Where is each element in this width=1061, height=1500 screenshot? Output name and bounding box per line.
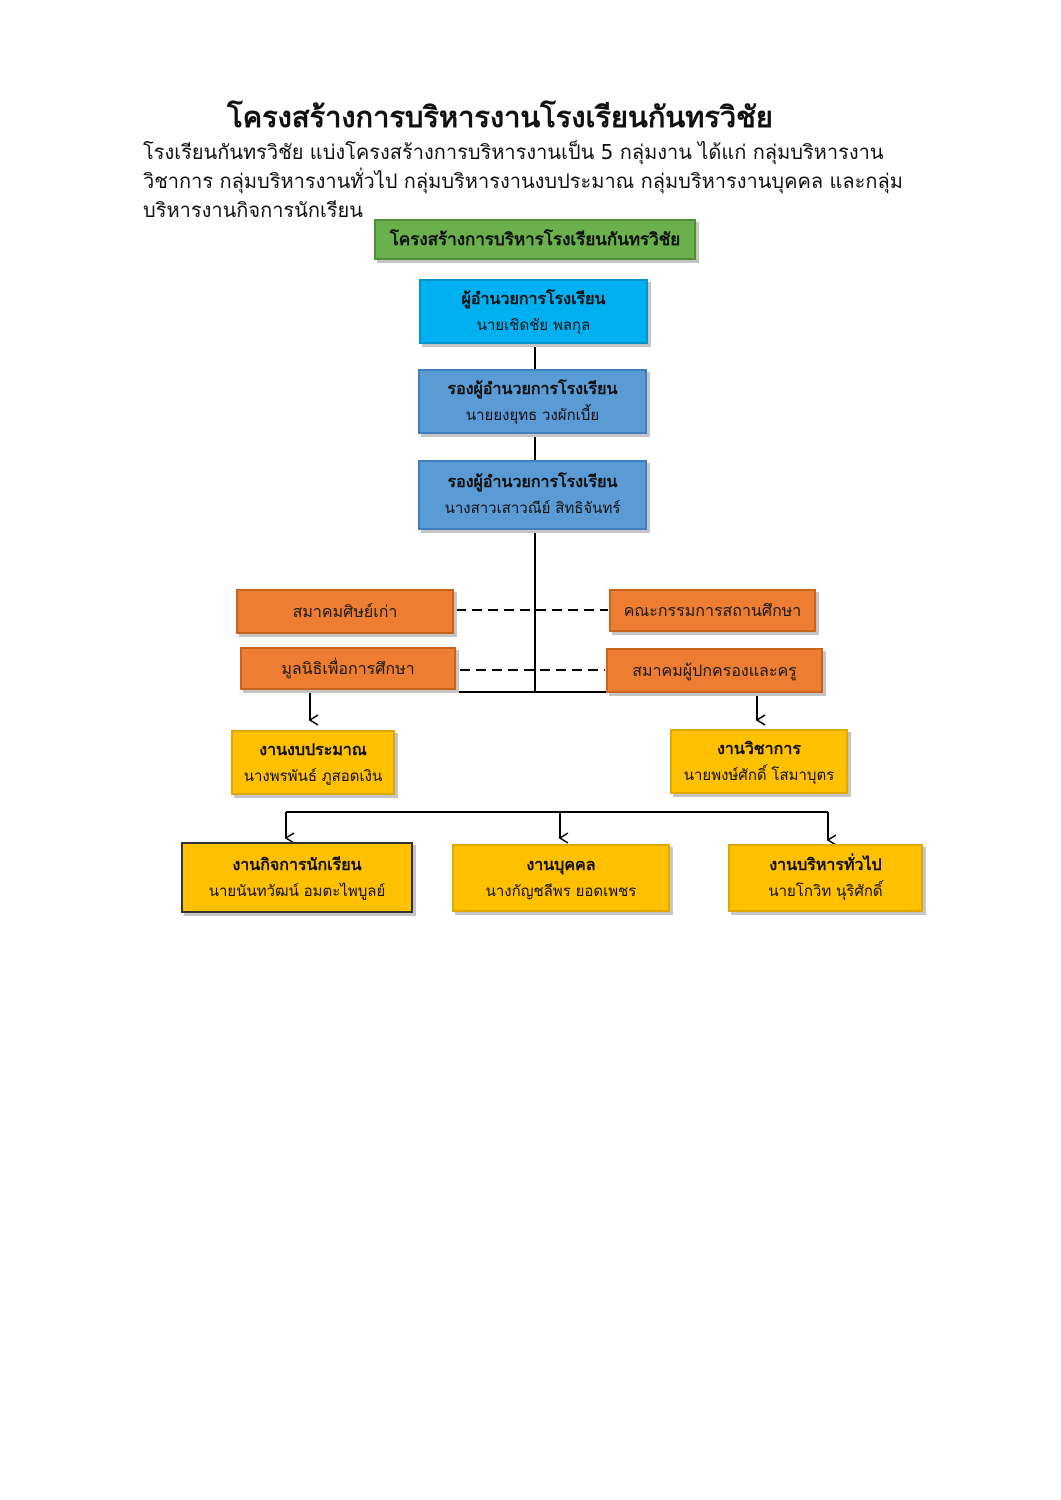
deputy1-role: รองผู้อำนวยการโรงเรียน	[447, 378, 618, 398]
parents-label: สมาคมผู้ปกครองและครู	[632, 660, 797, 680]
intro-paragraph: โรงเรียนกันทรวิชัย แบ่งโครงสร้างการบริหา…	[143, 138, 943, 225]
personnel-name: นางกัญชลีพร ยอดเพชร	[485, 882, 637, 900]
deputy2-name: นางสาวเสาวณีย์ สิทธิจันทร์	[444, 499, 621, 517]
personnel-box: งานบุคคล นางกัญชลีพร ยอดเพชร	[452, 844, 670, 912]
student-affairs-role: งานกิจการนักเรียน	[232, 854, 362, 874]
academic-box: งานวิชาการ นายพงษ์ศักดิ์ โสมาบุตร	[670, 729, 848, 794]
board-box: คณะกรรมการสถานศึกษา	[609, 589, 816, 632]
deputy2-role: รองผู้อำนวยการโรงเรียน	[447, 472, 618, 491]
budget-box: งานงบประมาณ นางพรพันธ์ ภูสอดเงิน	[231, 730, 395, 795]
director-role: ผู้อำนวยการโรงเรียน	[461, 288, 606, 308]
budget-name: นางพรพันธ์ ภูสอดเงิน	[243, 766, 383, 785]
student-affairs-box: งานกิจการนักเรียน นายนันทวัฒน์ อมตะไพบูล…	[181, 842, 413, 913]
director-name: นายเชิดชัย พลกุล	[476, 315, 591, 334]
general-admin-name: นายโกวิท นุริศักดิ์	[768, 882, 883, 900]
chart-title-box: โครงสร้างการบริหารโรงเรียนกันทรวิชัย	[374, 219, 696, 260]
alumni-box: สมาคมศิษย์เก่า	[236, 589, 454, 634]
foundation-box: มูลนิธิเพื่อการศึกษา	[240, 647, 456, 690]
personnel-role: งานบุคคล	[526, 855, 596, 874]
director-box: ผู้อำนวยการโรงเรียน นายเชิดชัย พลกุล	[419, 279, 648, 344]
general-admin-box: งานบริหารทั่วไป นายโกวิท นุริศักดิ์	[728, 844, 923, 912]
page-heading: โครงสร้างการบริหารงานโรงเรียนกันทรวิชัย	[227, 100, 773, 134]
parents-box: สมาคมผู้ปกครองและครู	[606, 648, 823, 693]
board-label: คณะกรรมการสถานศึกษา	[623, 600, 802, 620]
academic-name: นายพงษ์ศักดิ์ โสมาบุตร	[683, 765, 835, 784]
academic-role: งานวิชาการ	[717, 738, 801, 758]
foundation-label: มูลนิธิเพื่อการศึกษา	[281, 658, 415, 678]
general-admin-role: งานบริหารทั่วไป	[769, 855, 882, 874]
alumni-label: สมาคมศิษย์เก่า	[292, 601, 398, 621]
student-affairs-name: นายนันทวัฒน์ อมตะไพบูลย์	[208, 881, 386, 900]
deputy1-box: รองผู้อำนวยการโรงเรียน นายยงยุทธ วงผักเบ…	[418, 369, 647, 434]
intro-line-2: วิชาการ กลุ่มบริหารงานทั่วไป กลุ่มบริหาร…	[143, 169, 903, 193]
intro-line-3: บริหารงานกิจการนักเรียน	[143, 198, 363, 222]
chart-title: โครงสร้างการบริหารโรงเรียนกันทรวิชัย	[389, 229, 681, 250]
deputy1-name: นายยงยุทธ วงผักเบี้ย	[465, 405, 600, 424]
deputy2-box: รองผู้อำนวยการโรงเรียน นางสาวเสาวณีย์ สิ…	[418, 460, 647, 530]
budget-role: งานงบประมาณ	[259, 739, 367, 759]
intro-line-1: โรงเรียนกันทรวิชัย แบ่งโครงสร้างการบริหา…	[143, 140, 884, 164]
